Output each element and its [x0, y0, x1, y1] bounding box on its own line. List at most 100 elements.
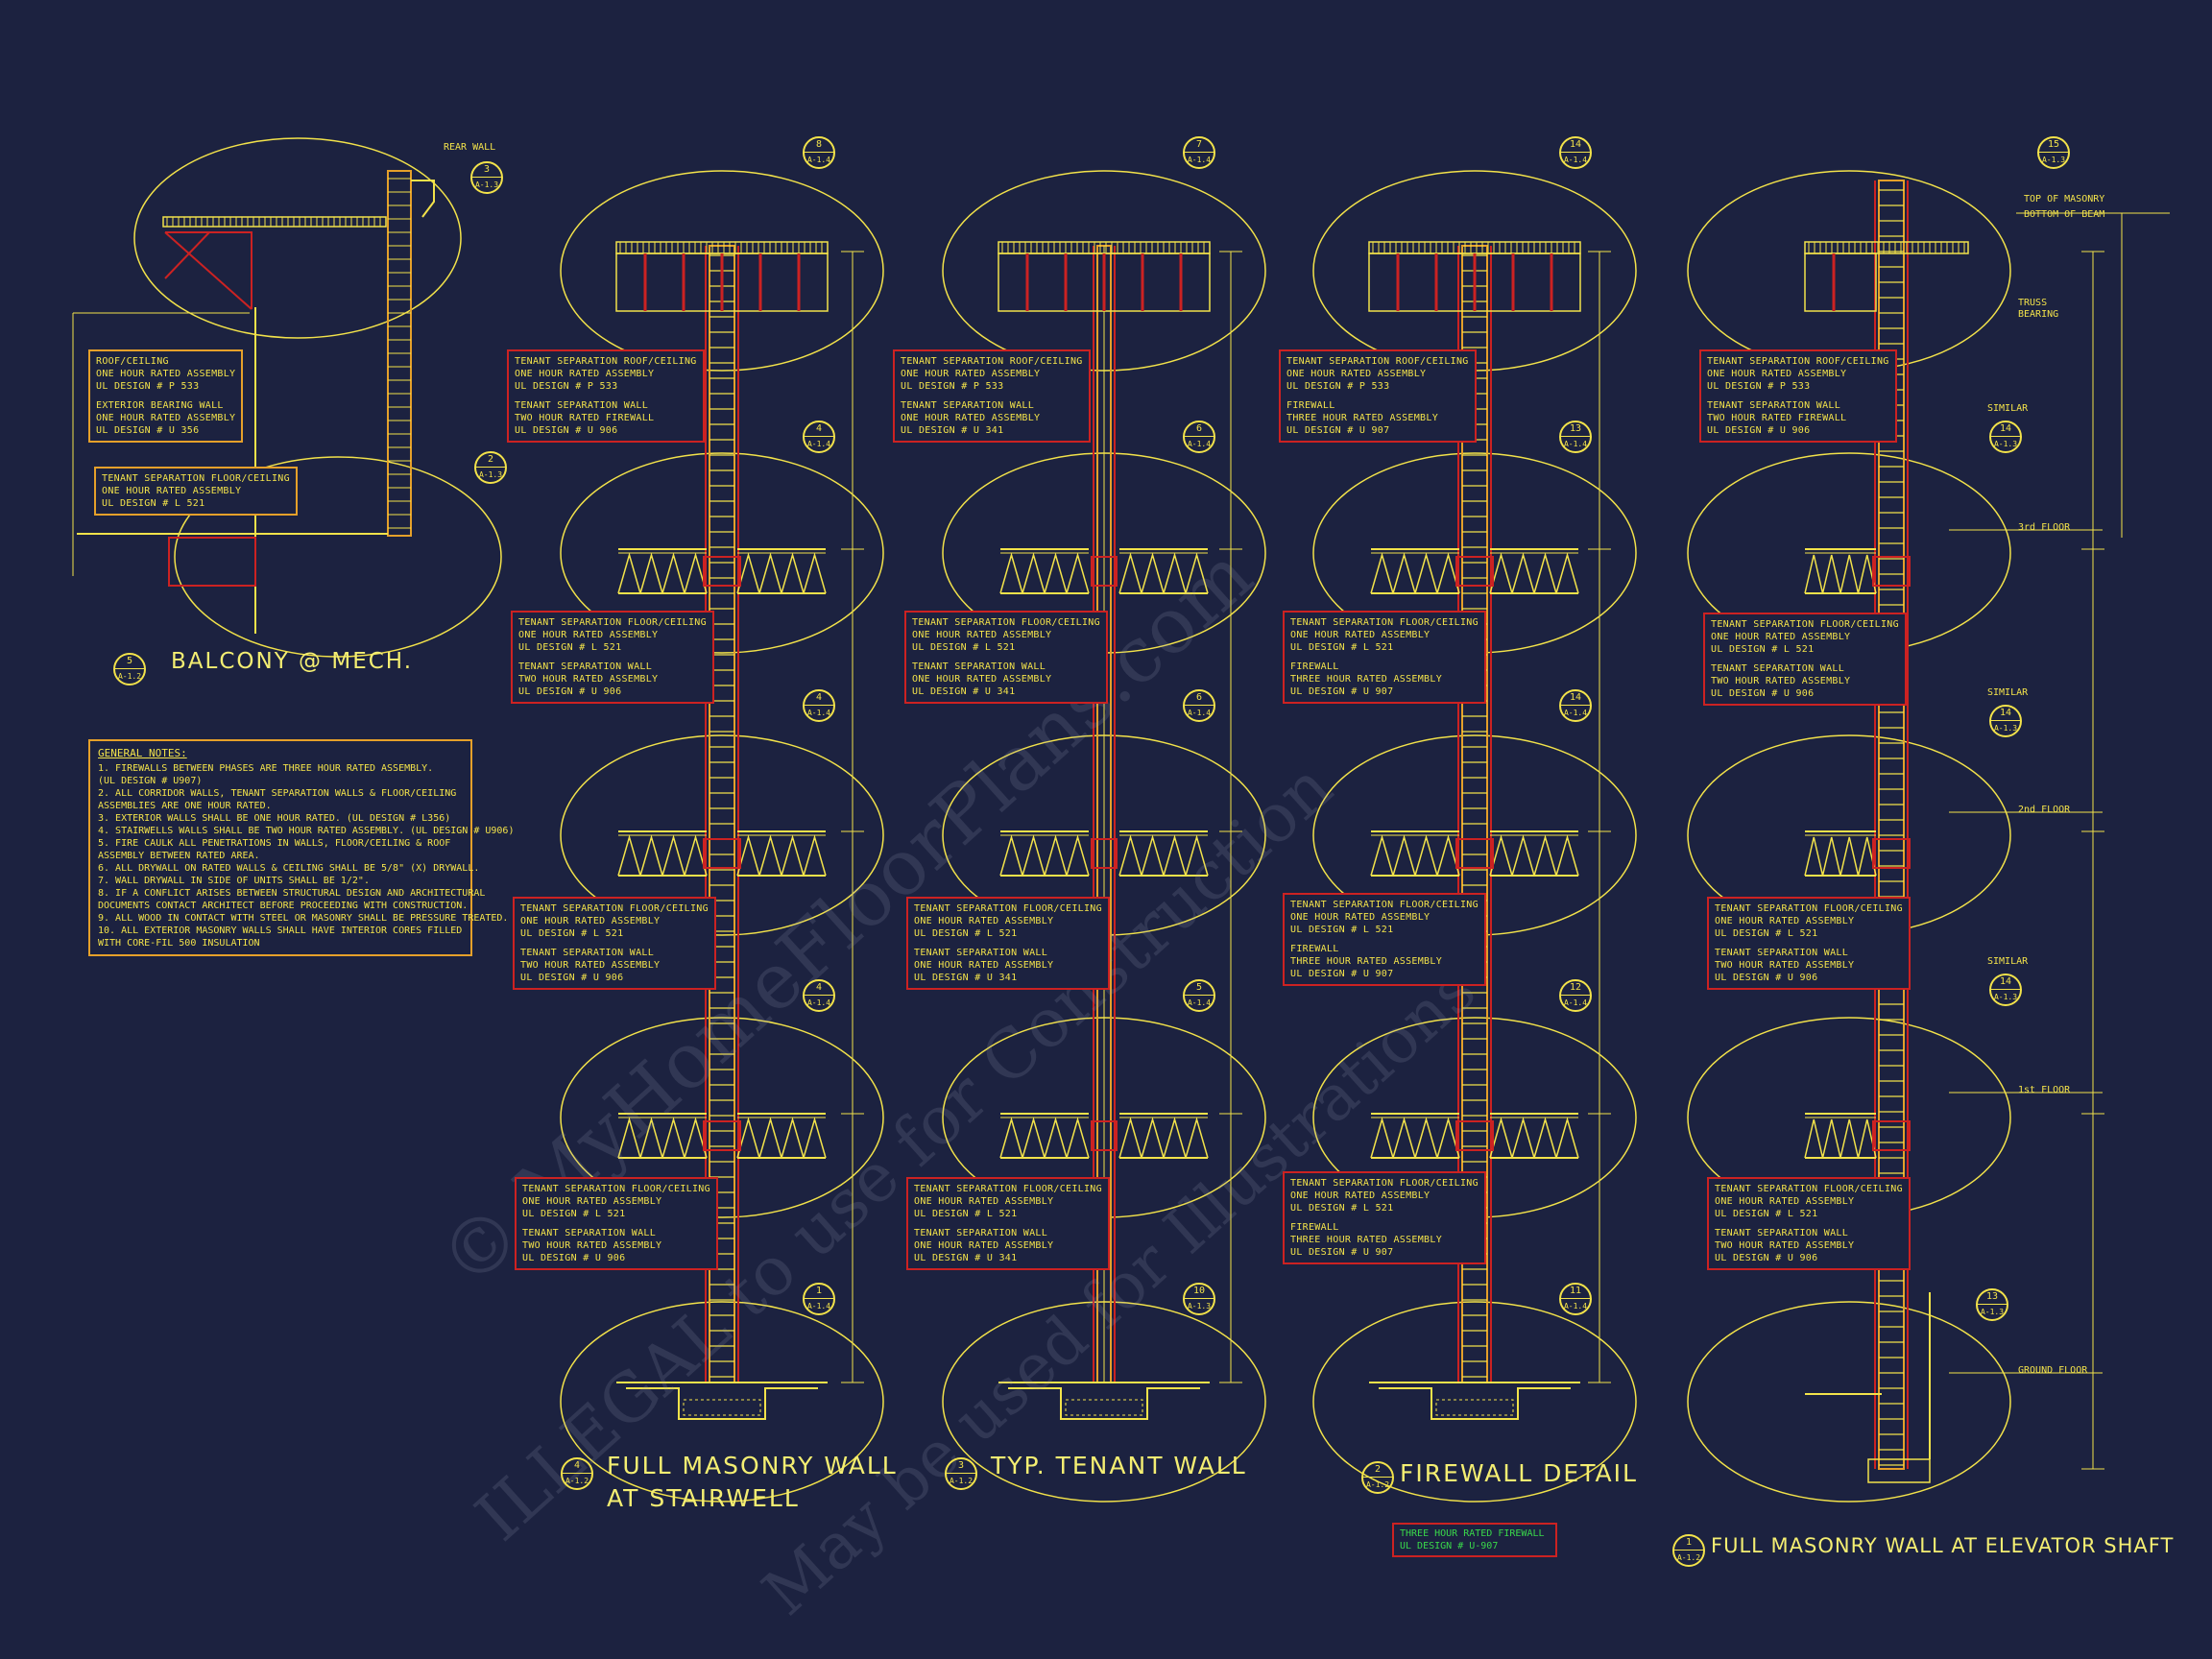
callout-number: 12 [1561, 981, 1590, 996]
callout-number: 13 [1978, 1290, 2007, 1305]
roof-deck-3 [1368, 241, 1581, 254]
note-line: ONE HOUR RATED ASSEMBLY [1290, 630, 1431, 640]
detail-ellipse-4-1 [1687, 170, 2011, 372]
note-line: TENANT SEPARATION WALL [912, 661, 1046, 672]
callout-number: 5 [1185, 981, 1214, 996]
footing-2 [1008, 1387, 1200, 1420]
firewall-rating-note: THREE HOUR RATED FIREWALL UL DESIGN # U-… [1392, 1523, 1557, 1557]
detail-ellipse-4-5 [1687, 1301, 2011, 1503]
note-line: TENANT SEPARATION WALL [901, 400, 1035, 411]
truss-web-1-1-1 [617, 552, 708, 594]
note-line: TENANT SEPARATION FLOOR/CEILING [1290, 617, 1479, 628]
note-line: TENANT SEPARATION FLOOR/CEILING [914, 1184, 1102, 1194]
note-line: UL DESIGN # L 521 [102, 498, 205, 509]
detail-ellipse-3-5 [1312, 1301, 1637, 1503]
note-line: TWO HOUR RATED ASSEMBLY [520, 960, 661, 971]
detail-title-tenant-wall: TYP. TENANT WALL [991, 1452, 1247, 1479]
callout-number: 10 [1185, 1285, 1214, 1299]
general-note-item: 6. ALL DRYWALL ON RATED WALLS & CEILING … [98, 863, 480, 874]
label-rear-wall: REAR WALL [444, 142, 496, 153]
label-1st-floor: 1st FLOOR [2018, 1085, 2071, 1095]
callout-number: 15 [2039, 138, 2068, 153]
note-line: ONE HOUR RATED ASSEMBLY [1715, 916, 1855, 926]
note-line: UL DESIGN # U 906 [520, 973, 624, 983]
note-line: ONE HOUR RATED ASSEMBLY [102, 486, 242, 496]
note-line [1290, 1214, 1479, 1221]
note-line: TENANT SEPARATION FLOOR/CEILING [914, 903, 1102, 914]
label-3rd-floor: 3rd FLOOR [2018, 522, 2071, 533]
note-line [1715, 1220, 1903, 1227]
truss-web-3-3-1 [1370, 1117, 1460, 1159]
general-note-item: 2. ALL CORRIDOR WALLS, TENANT SEPARATION… [98, 788, 457, 799]
callout-sheet: A-1.3 [2041, 156, 2066, 164]
label-similar-1: SIMILAR [1987, 403, 2029, 414]
callout-number: 8 [805, 138, 833, 153]
note-line [914, 940, 1102, 947]
note-line: THREE HOUR RATED ASSEMBLY [1286, 413, 1439, 423]
roof-joist-4 [1804, 252, 1877, 312]
note-line [522, 1220, 710, 1227]
note-line: UL DESIGN # L 521 [1290, 642, 1394, 653]
note-line: TENANT SEPARATION FLOOR/CEILING [1290, 900, 1479, 910]
note-line: THREE HOUR RATED ASSEMBLY [1290, 1235, 1443, 1245]
callout-number: 14 [1561, 138, 1590, 153]
callout-number: 4 [805, 422, 833, 437]
callout-sheet: A-1.4 [1563, 998, 1588, 1007]
note-line: TENANT SEPARATION FLOOR/CEILING [1715, 903, 1903, 914]
note-line [1711, 656, 1899, 662]
callout-number: 13 [1561, 422, 1590, 437]
balcony-roof-truss [164, 231, 252, 310]
note-line: ONE HOUR RATED ASSEMBLY [1711, 632, 1851, 642]
floor-bearing-2-2 [1091, 838, 1118, 869]
firewall-rating-line-1: THREE HOUR RATED FIREWALL [1400, 1528, 1545, 1539]
note-line [914, 1220, 1102, 1227]
truss-web-3-2-2 [1489, 834, 1579, 877]
note-line: ONE HOUR RATED ASSEMBLY [912, 674, 1052, 685]
note-line: ONE HOUR RATED ASSEMBLY [96, 413, 236, 423]
note-line: TENANT SEPARATION FLOOR/CEILING [1290, 1178, 1479, 1189]
note-line [912, 654, 1100, 661]
note-line: UL DESIGN # U 341 [901, 425, 1004, 436]
general-note-item: 4. STAIRWELLS WALLS SHALL BE TWO HOUR RA… [98, 826, 515, 836]
truss-web-1-1-2 [736, 552, 827, 594]
dimension-lines [72, 212, 2170, 1470]
note-line: TENANT SEPARATION WALL [518, 661, 653, 672]
callout-sheet: A-1.4 [1187, 156, 1212, 164]
general-notes-heading: GENERAL NOTES: [98, 747, 187, 759]
general-note-item: 9. ALL WOOD IN CONTACT WITH STEEL OR MAS… [98, 913, 509, 924]
callout-number: 14 [1991, 975, 2020, 990]
general-note-item: 7. WALL DRYWALL IN SIDE OF UNITS SHALL B… [98, 876, 370, 886]
label-similar-2: SIMILAR [1987, 687, 2029, 698]
note-line: UL DESIGN # U 907 [1290, 1247, 1394, 1258]
note-line: ONE HOUR RATED ASSEMBLY [1286, 369, 1427, 379]
label-top-of-masonry: TOP OF MASONRY [2024, 194, 2105, 204]
note-line: ONE HOUR RATED ASSEMBLY [518, 630, 659, 640]
detail-title-stairwell: FULL MASONRY WALL [607, 1452, 898, 1479]
truss-web-1-2-1 [617, 834, 708, 877]
elevator-pit-footing [1867, 1458, 1931, 1483]
callout-number: 11 [1561, 1285, 1590, 1299]
note-line: TENANT SEPARATION FLOOR/CEILING [1711, 619, 1899, 630]
note-col3-floor-3: TENANT SEPARATION FLOOR/CEILING ONE HOUR … [1283, 611, 1486, 704]
note-line: UL DESIGN # P 533 [96, 381, 200, 392]
general-note-item: DOCUMENTS CONTACT ARCHITECT BEFORE PROCE… [98, 901, 469, 911]
roof-deck-4 [1804, 241, 1969, 254]
detail-title-elevator-shaft: FULL MASONRY WALL AT ELEVATOR SHAFT [1711, 1534, 2175, 1557]
